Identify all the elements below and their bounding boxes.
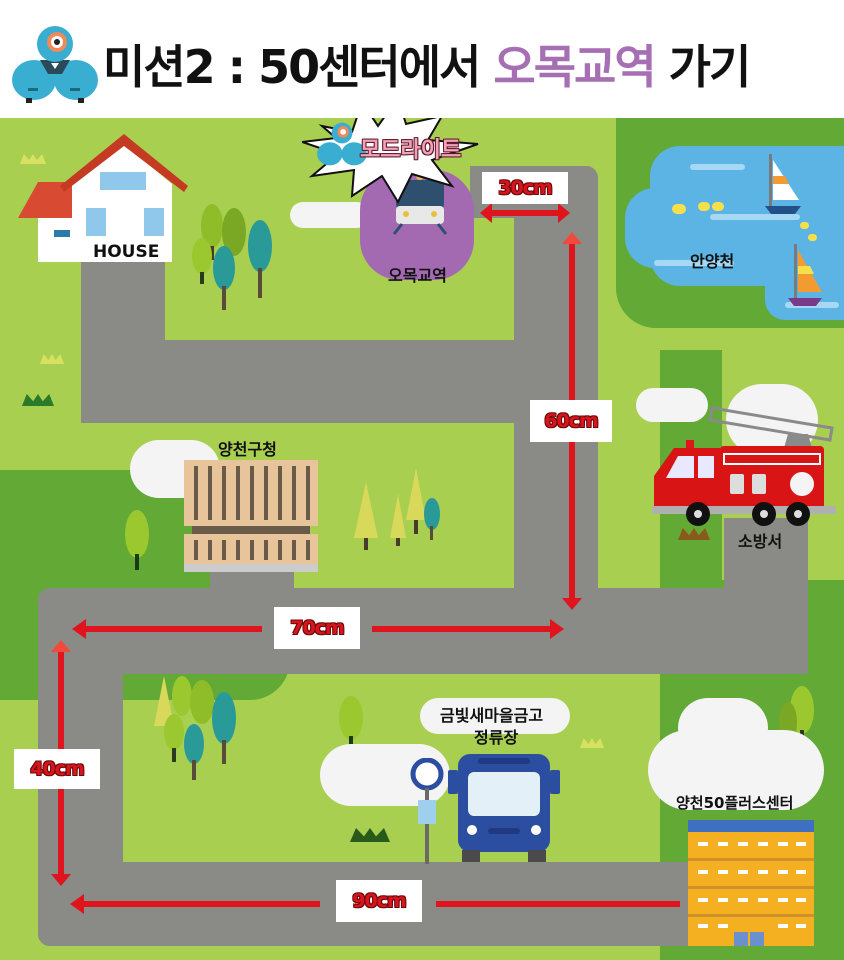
fire-truck-icon — [652, 400, 836, 526]
bus-stop-label-line1: 금빛새마을금고 — [440, 706, 544, 725]
trees-icon — [352, 468, 448, 550]
center-building-icon — [688, 820, 814, 946]
district-office-label: 양천구청 — [218, 440, 277, 459]
grass-tuft-icon — [580, 738, 604, 748]
title-prefix: 미션2 : 50센터에서 — [103, 40, 481, 94]
bus-stop-label-line2: 정류장 — [474, 728, 519, 747]
header: 미션2 : 50센터에서 오목교역 가기 — [0, 0, 844, 118]
arrow-30cm — [488, 210, 560, 216]
bus-icon — [448, 750, 560, 864]
start-center-label: 양천50플러스센터 — [676, 794, 794, 812]
dash-robot-icon — [10, 22, 100, 104]
grass-tuft-icon — [350, 828, 390, 842]
duck-icon — [672, 204, 686, 214]
fire-station-label: 소방서 — [738, 532, 783, 551]
bus-stop-sign-icon — [410, 758, 446, 864]
arrow-90cm-left — [80, 901, 320, 907]
dash-robot-icon — [316, 120, 368, 168]
road-fire-station — [724, 518, 808, 674]
grass-tuft-icon — [678, 528, 710, 540]
arrowhead-icon — [51, 640, 71, 652]
tree-icon — [124, 510, 150, 570]
tree-icon — [338, 696, 364, 748]
district-office-icon — [184, 460, 318, 572]
road-upper — [81, 340, 591, 423]
burst-label: 모드라이트 — [360, 138, 462, 163]
duck-icon — [808, 234, 817, 241]
title-suffix: 가기 — [668, 40, 752, 94]
distance-label-90cm: 90cm — [336, 880, 422, 922]
arrow-90cm-right — [436, 901, 680, 907]
arrowhead-icon — [562, 232, 582, 244]
trees-icon — [190, 202, 280, 312]
house-icon — [18, 130, 190, 264]
page-title: 미션2 : 50센터에서 오목교역 가기 — [103, 34, 752, 94]
trees-icon — [154, 676, 240, 780]
sailboat-icon — [788, 244, 828, 308]
title-highlight: 오목교역 — [493, 40, 656, 94]
arrowhead-icon — [558, 203, 570, 223]
distance-label-40cm: 40cm — [14, 749, 100, 789]
house-label: HOUSE — [93, 242, 160, 262]
arrow-70cm-left — [84, 626, 262, 632]
duck-icon — [800, 222, 809, 229]
map-area: 안양천 — [0, 118, 844, 960]
distance-label-70cm: 70cm — [274, 607, 360, 649]
duck-icon — [712, 202, 724, 211]
river-label: 안양천 — [690, 252, 735, 271]
arrowhead-icon — [562, 598, 582, 610]
arrowhead-icon — [70, 894, 84, 914]
station-label: 오목교역 — [388, 266, 447, 285]
duck-icon — [698, 202, 710, 211]
grass-tuft-icon — [22, 394, 54, 406]
grass-tuft-icon — [20, 154, 46, 164]
arrowhead-icon — [550, 619, 564, 639]
sailboat-icon — [765, 154, 805, 216]
grass-tuft-icon — [40, 354, 64, 364]
arrowhead-icon — [72, 619, 86, 639]
arrowhead-icon — [51, 874, 71, 886]
distance-label-30cm: 30cm — [482, 172, 568, 204]
arrow-70cm-right — [372, 626, 552, 632]
arrowhead-icon — [480, 203, 492, 223]
distance-label-60cm: 60cm — [530, 400, 612, 442]
